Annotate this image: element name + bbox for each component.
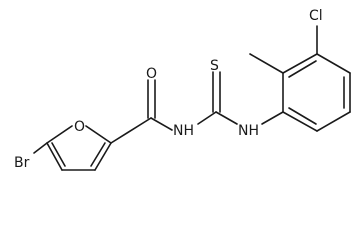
bond-o-c5 [46,125,73,144]
bond-methyl [249,53,284,74]
bond-c3-c2-inner [90,142,106,167]
atom-label-amide-nh: NH [173,123,194,139]
molecule-canvas: Br O O NH S NH Cl [14,8,351,171]
bond-ar3-ar4 [316,53,351,74]
atom-label-thiourea-nh: NH [238,123,259,139]
atom-label-ring-oxygen: O [74,119,85,135]
bond-nh-thiocarbon [197,111,217,125]
atom-label-carbonyl-oxygen: O [146,66,157,82]
bond-ar5-ar6 [316,111,351,132]
atom-label-sulfur: S [210,58,219,74]
bond-c5-c4-inner [51,142,66,167]
bond-ar6-ar1 [282,111,318,132]
benzene-ring [282,53,351,132]
bond-nh-aryl [261,111,284,125]
bond-ar2-ar3-inner [288,60,317,78]
bond-carbonyl-nh [150,117,173,131]
chemical-structure-diagram: Br O O NH S NH Cl [14,8,351,171]
bond-c5-c4 [46,142,63,171]
atom-label-br: Br [14,155,30,171]
bond-c5-br [33,142,48,154]
bond-thiocarbon-nh [215,111,238,125]
bond-c3-c2 [94,142,112,171]
bond-ar2-ar3 [282,53,318,74]
furan-ring [46,125,112,171]
bond-c2-o [85,125,112,144]
bond-c2-carbonyl [110,117,152,144]
bond-ar6-ar1-inner [288,107,317,125]
atom-label-chlorine: Cl [309,8,323,24]
